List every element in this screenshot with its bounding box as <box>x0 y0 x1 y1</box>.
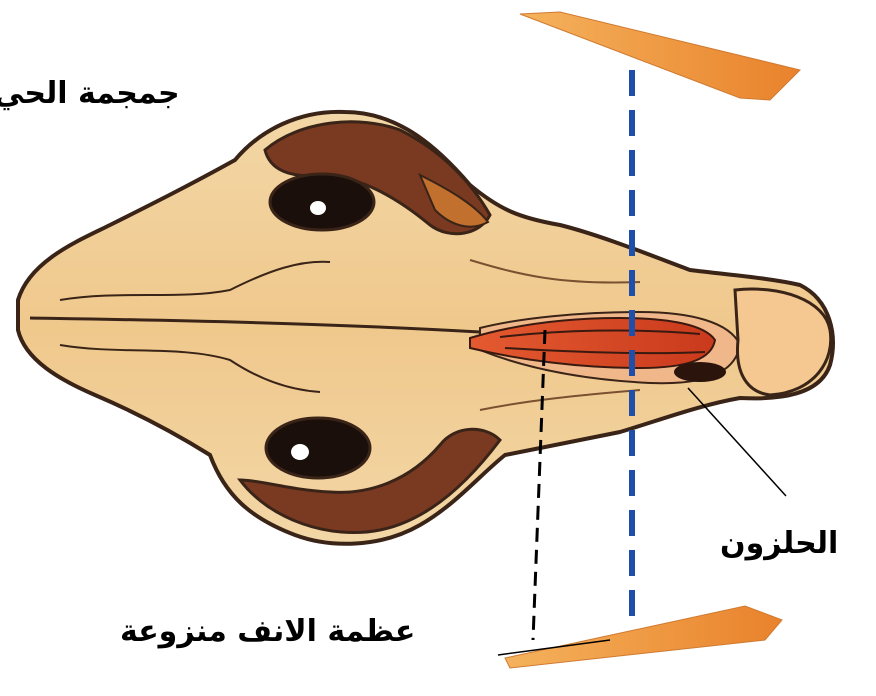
nasal-bone-removed-label: عظمة الانف منزوعة <box>120 614 415 649</box>
turbinate-leader-line <box>688 388 786 496</box>
upper-eye-highlight <box>310 201 326 215</box>
lower-eye-socket <box>266 418 370 478</box>
lower-eye-highlight <box>291 444 309 460</box>
turbinate-dark-end <box>674 362 726 382</box>
nasal-bone-lower-piece <box>505 606 782 668</box>
turbinate-label: الحلزون <box>720 526 838 561</box>
nasal-bone-upper-piece <box>520 12 800 100</box>
skull-label: جمجمة الحي <box>0 76 219 111</box>
